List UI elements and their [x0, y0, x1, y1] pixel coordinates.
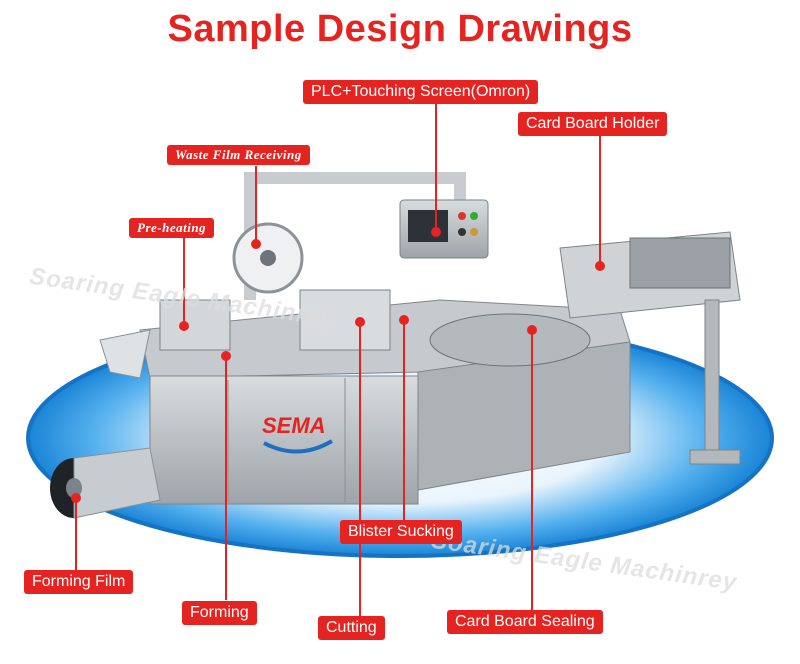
- cutting-station: [299, 289, 391, 351]
- forming-station: [159, 299, 231, 351]
- label-card-board-holder: Card Board Holder: [518, 112, 668, 136]
- label-forming-film: Forming Film: [24, 570, 134, 594]
- touch-screen: [408, 210, 448, 242]
- support-leg: [704, 299, 720, 461]
- label-pre-heating: Pre-heating: [129, 218, 215, 238]
- label-blister-sucking: Blister Sucking: [340, 520, 462, 544]
- brand-text: SEMA: [262, 413, 326, 438]
- label-waste-film-receiving: Waste Film Receiving: [167, 145, 310, 165]
- pointer-lines: [75, 104, 601, 618]
- label-forming: Forming: [182, 601, 257, 625]
- label-cutting: Cutting: [318, 616, 385, 640]
- label-plc-touch-screen: PLC+Touching Screen(Omron): [303, 80, 539, 104]
- rotary-table: [429, 313, 591, 367]
- label-card-board-sealing: Card Board Sealing: [447, 610, 603, 634]
- brand-logo: SEMA: [258, 405, 338, 463]
- page-title: Sample Design Drawings: [167, 8, 633, 50]
